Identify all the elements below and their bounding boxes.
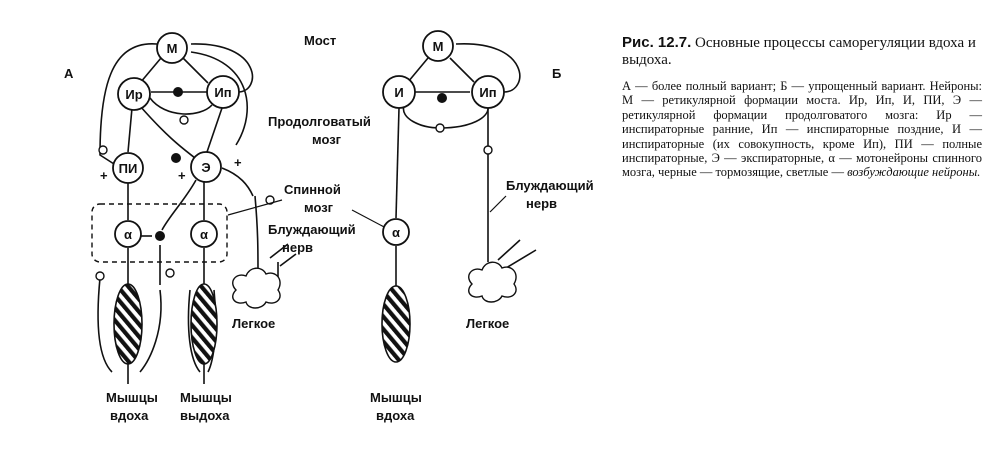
neuron-m-b: М xyxy=(422,30,454,62)
label-exp-muscle-a-2: выдоха xyxy=(180,408,230,423)
lung-a xyxy=(232,267,281,309)
svg-text:α: α xyxy=(200,227,208,242)
panel-b-label: Б xyxy=(552,66,561,81)
label-vagus-b-1: Блуждающий xyxy=(506,178,594,193)
expiratory-muscle-a xyxy=(190,283,218,365)
svg-text:ПИ: ПИ xyxy=(119,161,138,176)
plus-sign-3: + xyxy=(234,155,242,170)
svg-text:Э: Э xyxy=(201,160,210,175)
label-insp-muscle-a-1: Мышцы xyxy=(106,390,158,405)
panel-b xyxy=(395,43,537,290)
plus-sign-2: + xyxy=(178,168,186,183)
svg-text:И: И xyxy=(394,85,403,100)
label-insp-muscle-a-2: вдоха xyxy=(110,408,149,423)
svg-text:Ип: Ип xyxy=(214,85,231,100)
figure-caption: Рис. 12.7. Основные процессы саморегуляц… xyxy=(622,34,982,180)
svg-text:М: М xyxy=(167,41,178,56)
label-medulla-1: Продолговатый xyxy=(268,114,371,129)
caption-title: Рис. 12.7. Основные процессы саморегуляц… xyxy=(622,34,982,69)
neuron-m-a: М xyxy=(156,32,188,64)
plus-sign-1: + xyxy=(100,168,108,183)
label-vagus-a-1: Блуждающий xyxy=(268,222,356,237)
neuron-ir-a: Ир xyxy=(117,77,151,111)
label-spinal-1: Спинной xyxy=(284,182,341,197)
label-most: Мост xyxy=(304,33,336,48)
svg-text:Ип: Ип xyxy=(479,85,496,100)
inhibitory-neuron-a-3 xyxy=(155,231,165,241)
label-insp-muscle-b-1: Мышцы xyxy=(370,390,422,405)
motoneuron-alpha-b: α xyxy=(382,218,410,246)
caption-body-italic: возбуждающие нейроны. xyxy=(847,165,981,180)
panel-a-label: А xyxy=(64,66,74,81)
svg-text:α: α xyxy=(124,227,132,242)
neuron-i-b: И xyxy=(382,75,416,109)
neuron-ip-a: Ип xyxy=(206,75,240,109)
caption-body: А — более полный вариант; Б — упрощенный… xyxy=(622,79,982,180)
neuron-e-a: Э xyxy=(190,151,222,183)
inspiratory-muscle-b xyxy=(381,285,411,363)
svg-text:М: М xyxy=(433,39,444,54)
inspiratory-muscle-a xyxy=(113,283,143,365)
label-lung-b: Легкое xyxy=(466,316,509,331)
label-lung-a: Легкое xyxy=(232,316,275,331)
inhibitory-neuron-b xyxy=(437,93,447,103)
inhibitory-neuron-a-1 xyxy=(173,87,183,97)
spinal-cord-box xyxy=(91,203,228,263)
svg-text:α: α xyxy=(392,225,400,240)
caption-body-text: А — более полный вариант; Б — упрощенный… xyxy=(622,79,982,180)
panel-a xyxy=(97,43,297,384)
excitatory-neurons-a xyxy=(95,115,275,281)
motoneuron-alpha1-a: α xyxy=(114,220,142,248)
label-medulla-2: мозг xyxy=(312,132,342,147)
label-spinal-2: мозг xyxy=(304,200,334,215)
respiration-diagram: М Ир Ип ПИ Э α α + + + А xyxy=(64,30,594,423)
neuron-pi-a: ПИ xyxy=(112,152,144,184)
label-exp-muscle-a-1: Мышцы xyxy=(180,390,232,405)
caption-title-text: Основные процессы саморегуляции вдоха и … xyxy=(622,35,976,68)
svg-text:Ир: Ир xyxy=(125,87,142,102)
label-vagus-b-2: нерв xyxy=(526,196,557,211)
label-insp-muscle-b-2: вдоха xyxy=(376,408,415,423)
motoneuron-alpha2-a: α xyxy=(190,220,218,248)
lung-b xyxy=(468,261,517,303)
inhibitory-neuron-a-2 xyxy=(171,153,181,163)
neuron-ip-b: Ип xyxy=(471,75,505,109)
excitatory-neurons-b xyxy=(435,123,493,155)
label-vagus-a-2: нерв xyxy=(282,240,313,255)
caption-title-number: Рис. 12.7. xyxy=(622,34,692,51)
